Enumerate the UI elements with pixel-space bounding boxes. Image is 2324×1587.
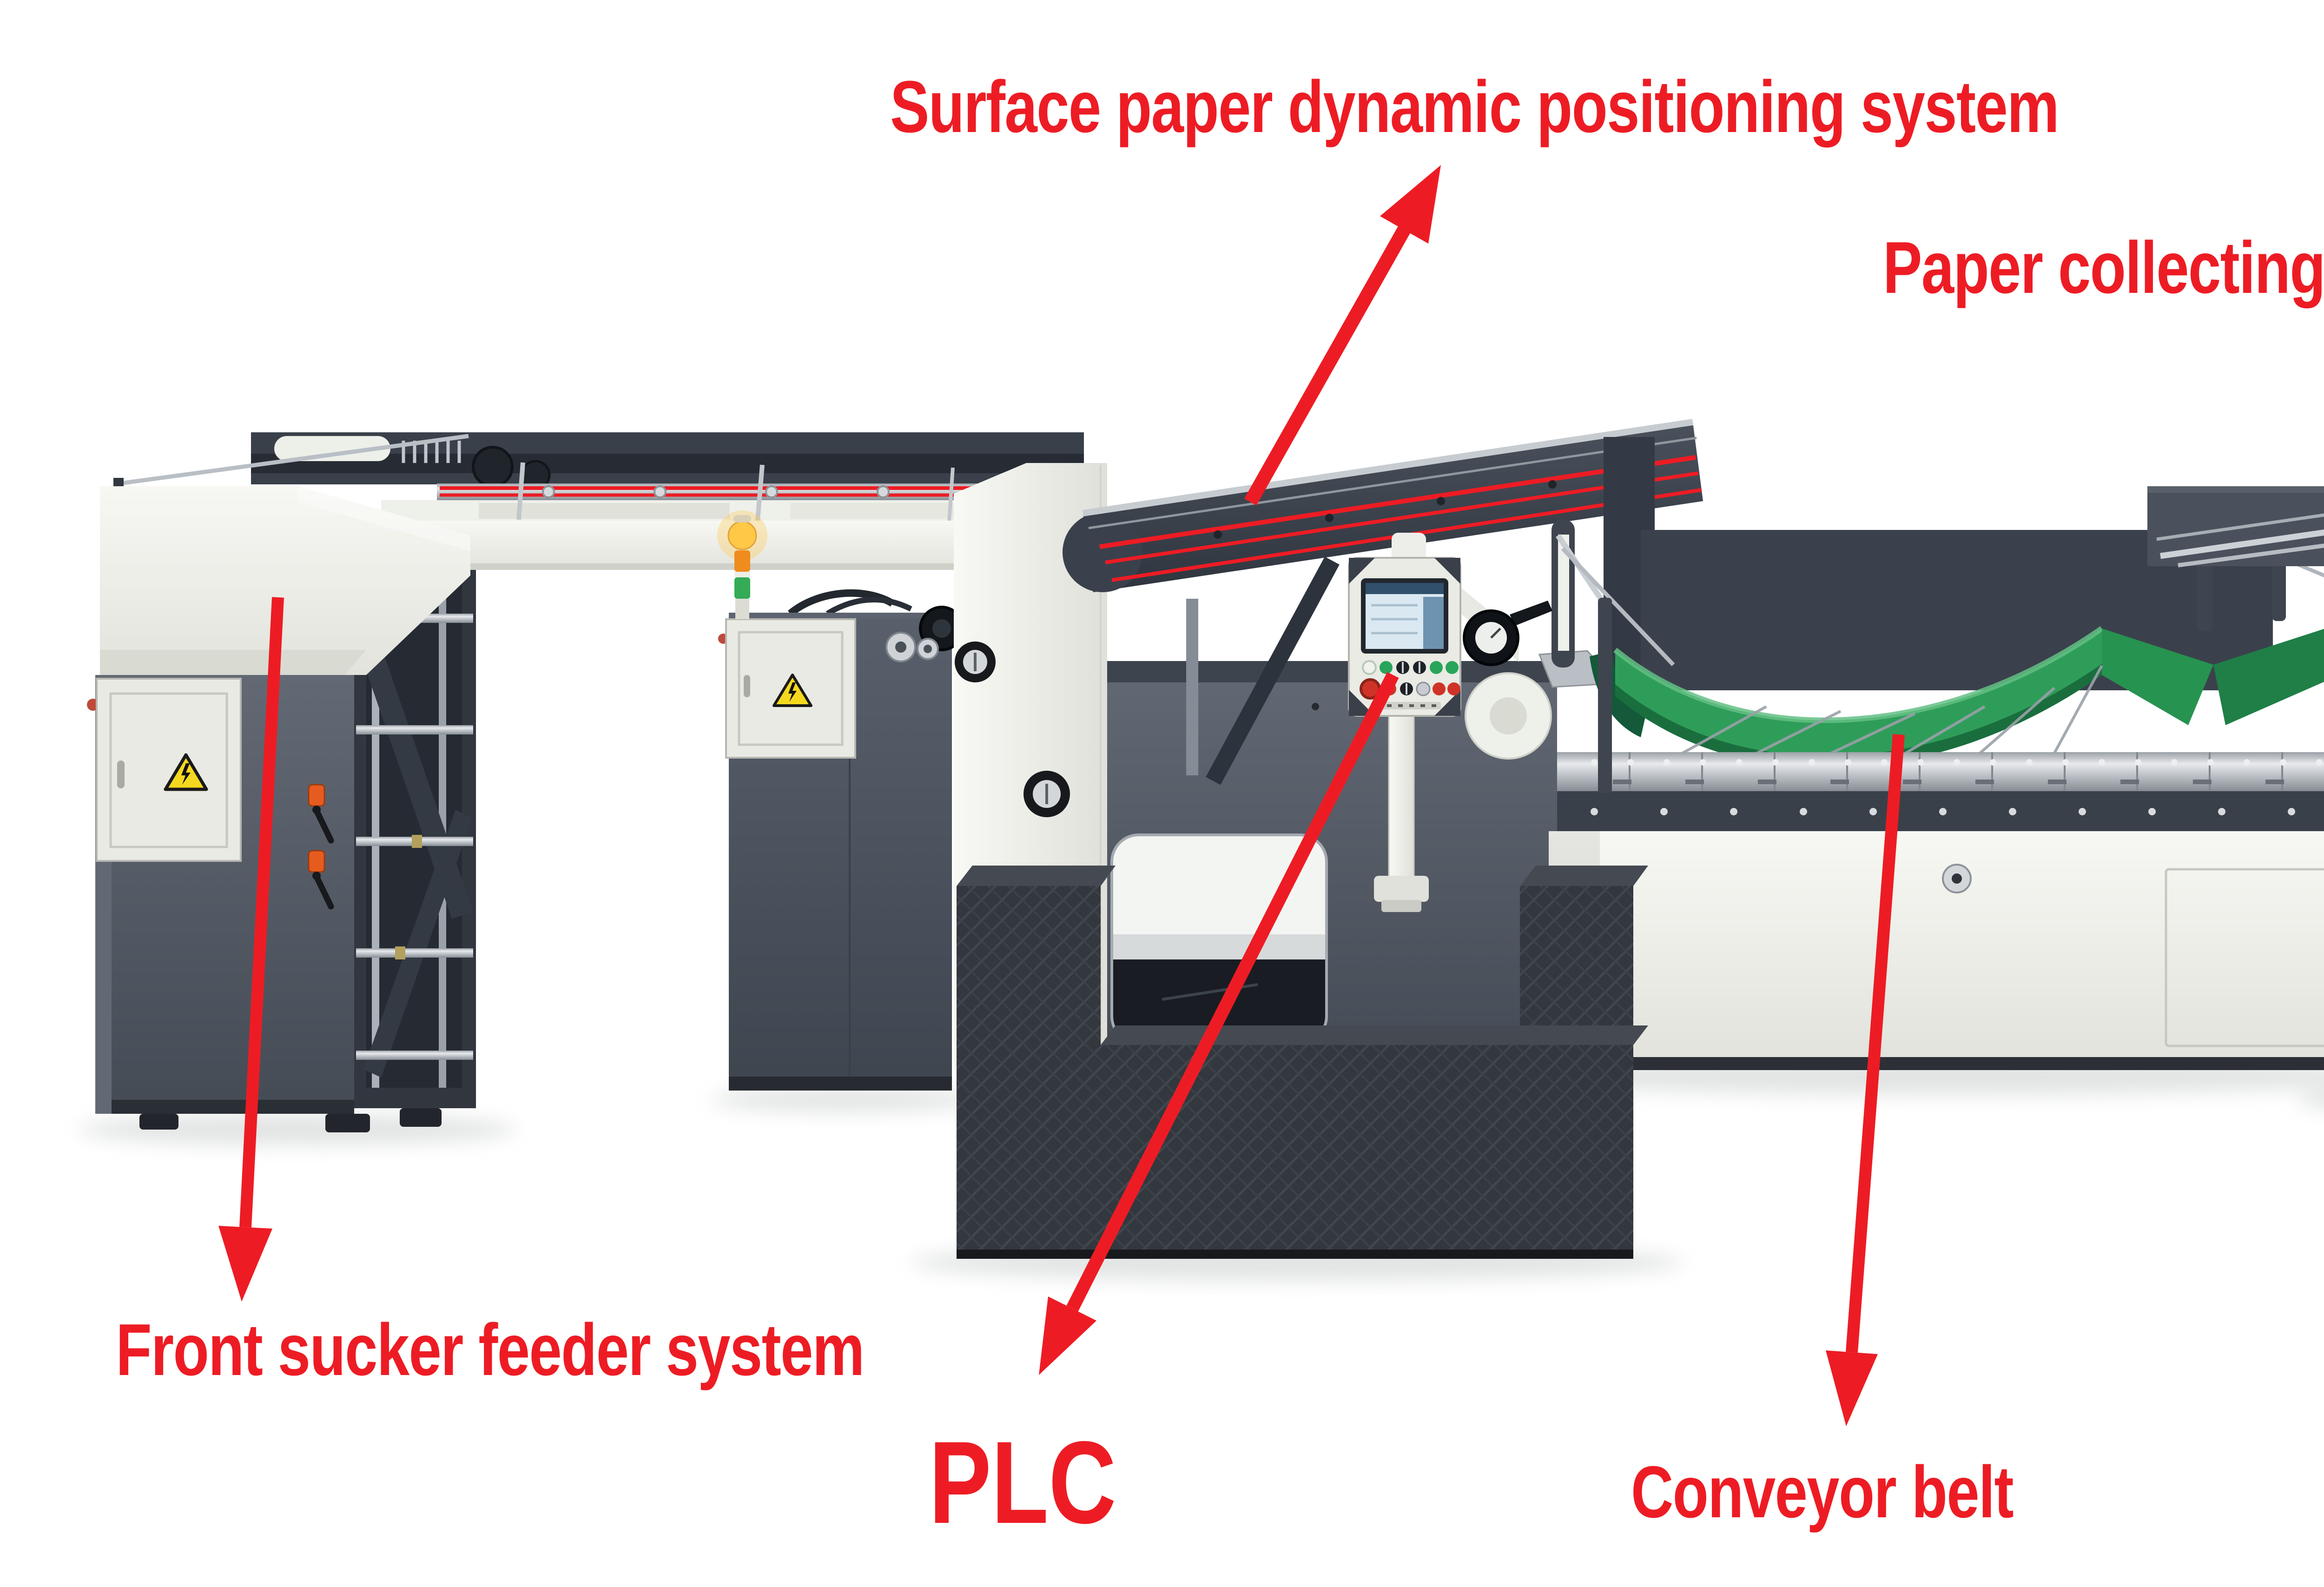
panel-pole <box>1388 715 1415 879</box>
base-plinth <box>957 866 1648 1259</box>
label-conveyor-belt: Conveyor belt <box>1631 1451 2014 1533</box>
inspection-window <box>1110 833 1328 1045</box>
belt-support-fingers <box>1682 665 2103 754</box>
bridge-side-rail <box>119 434 469 486</box>
electrical-box-middle <box>718 618 856 759</box>
feeder-head-housing <box>100 486 470 675</box>
clamp-handle <box>308 850 334 910</box>
arrow-front-sucker <box>218 597 284 1302</box>
arrow-surface-paper <box>1244 165 1441 506</box>
label-plc: PLC <box>929 1417 1116 1548</box>
stacking-deck <box>2147 486 2324 568</box>
clamp-handle <box>308 784 334 844</box>
chain-plate-rail <box>1557 752 2324 791</box>
arrow-plc <box>1039 672 1399 1375</box>
arrow-conveyor-belt <box>1826 734 1905 1426</box>
main-laminating-body <box>1107 661 1557 1070</box>
deck-guides <box>516 462 955 522</box>
adjustment-knob <box>955 641 996 682</box>
panel-buttons[interactable] <box>1360 660 1460 700</box>
annotation-arrows <box>218 165 1905 1426</box>
paper-collecting-tower <box>2147 486 2324 568</box>
front-sucker-feeder-tower <box>87 486 470 1132</box>
warning-triangle-icon <box>164 753 208 791</box>
label-front-sucker-feeder: Front sucker feeder system <box>116 1309 865 1391</box>
pressure-gauge <box>1463 601 1552 666</box>
conveyor-table <box>1538 492 2324 1070</box>
bridge-roller-cylinder <box>274 436 390 461</box>
adjustment-knob <box>1023 771 1070 817</box>
label-surface-paper-positioning: Surface paper dynamic positioning system <box>890 66 2059 148</box>
belt-left-guard-rail <box>1552 520 1675 793</box>
label-paper-collecting-stacking: Paper collecting and stacking <box>1883 227 2324 309</box>
signal-tower-light <box>717 510 767 619</box>
laminator-drum <box>1465 672 1552 760</box>
middle-cabinet <box>717 510 964 1091</box>
warning-triangle-icon <box>772 674 812 707</box>
touchscreen[interactable] <box>1361 578 1448 654</box>
electrical-box-feeder <box>87 678 242 862</box>
conveyor-cabinet <box>1549 831 2324 1057</box>
